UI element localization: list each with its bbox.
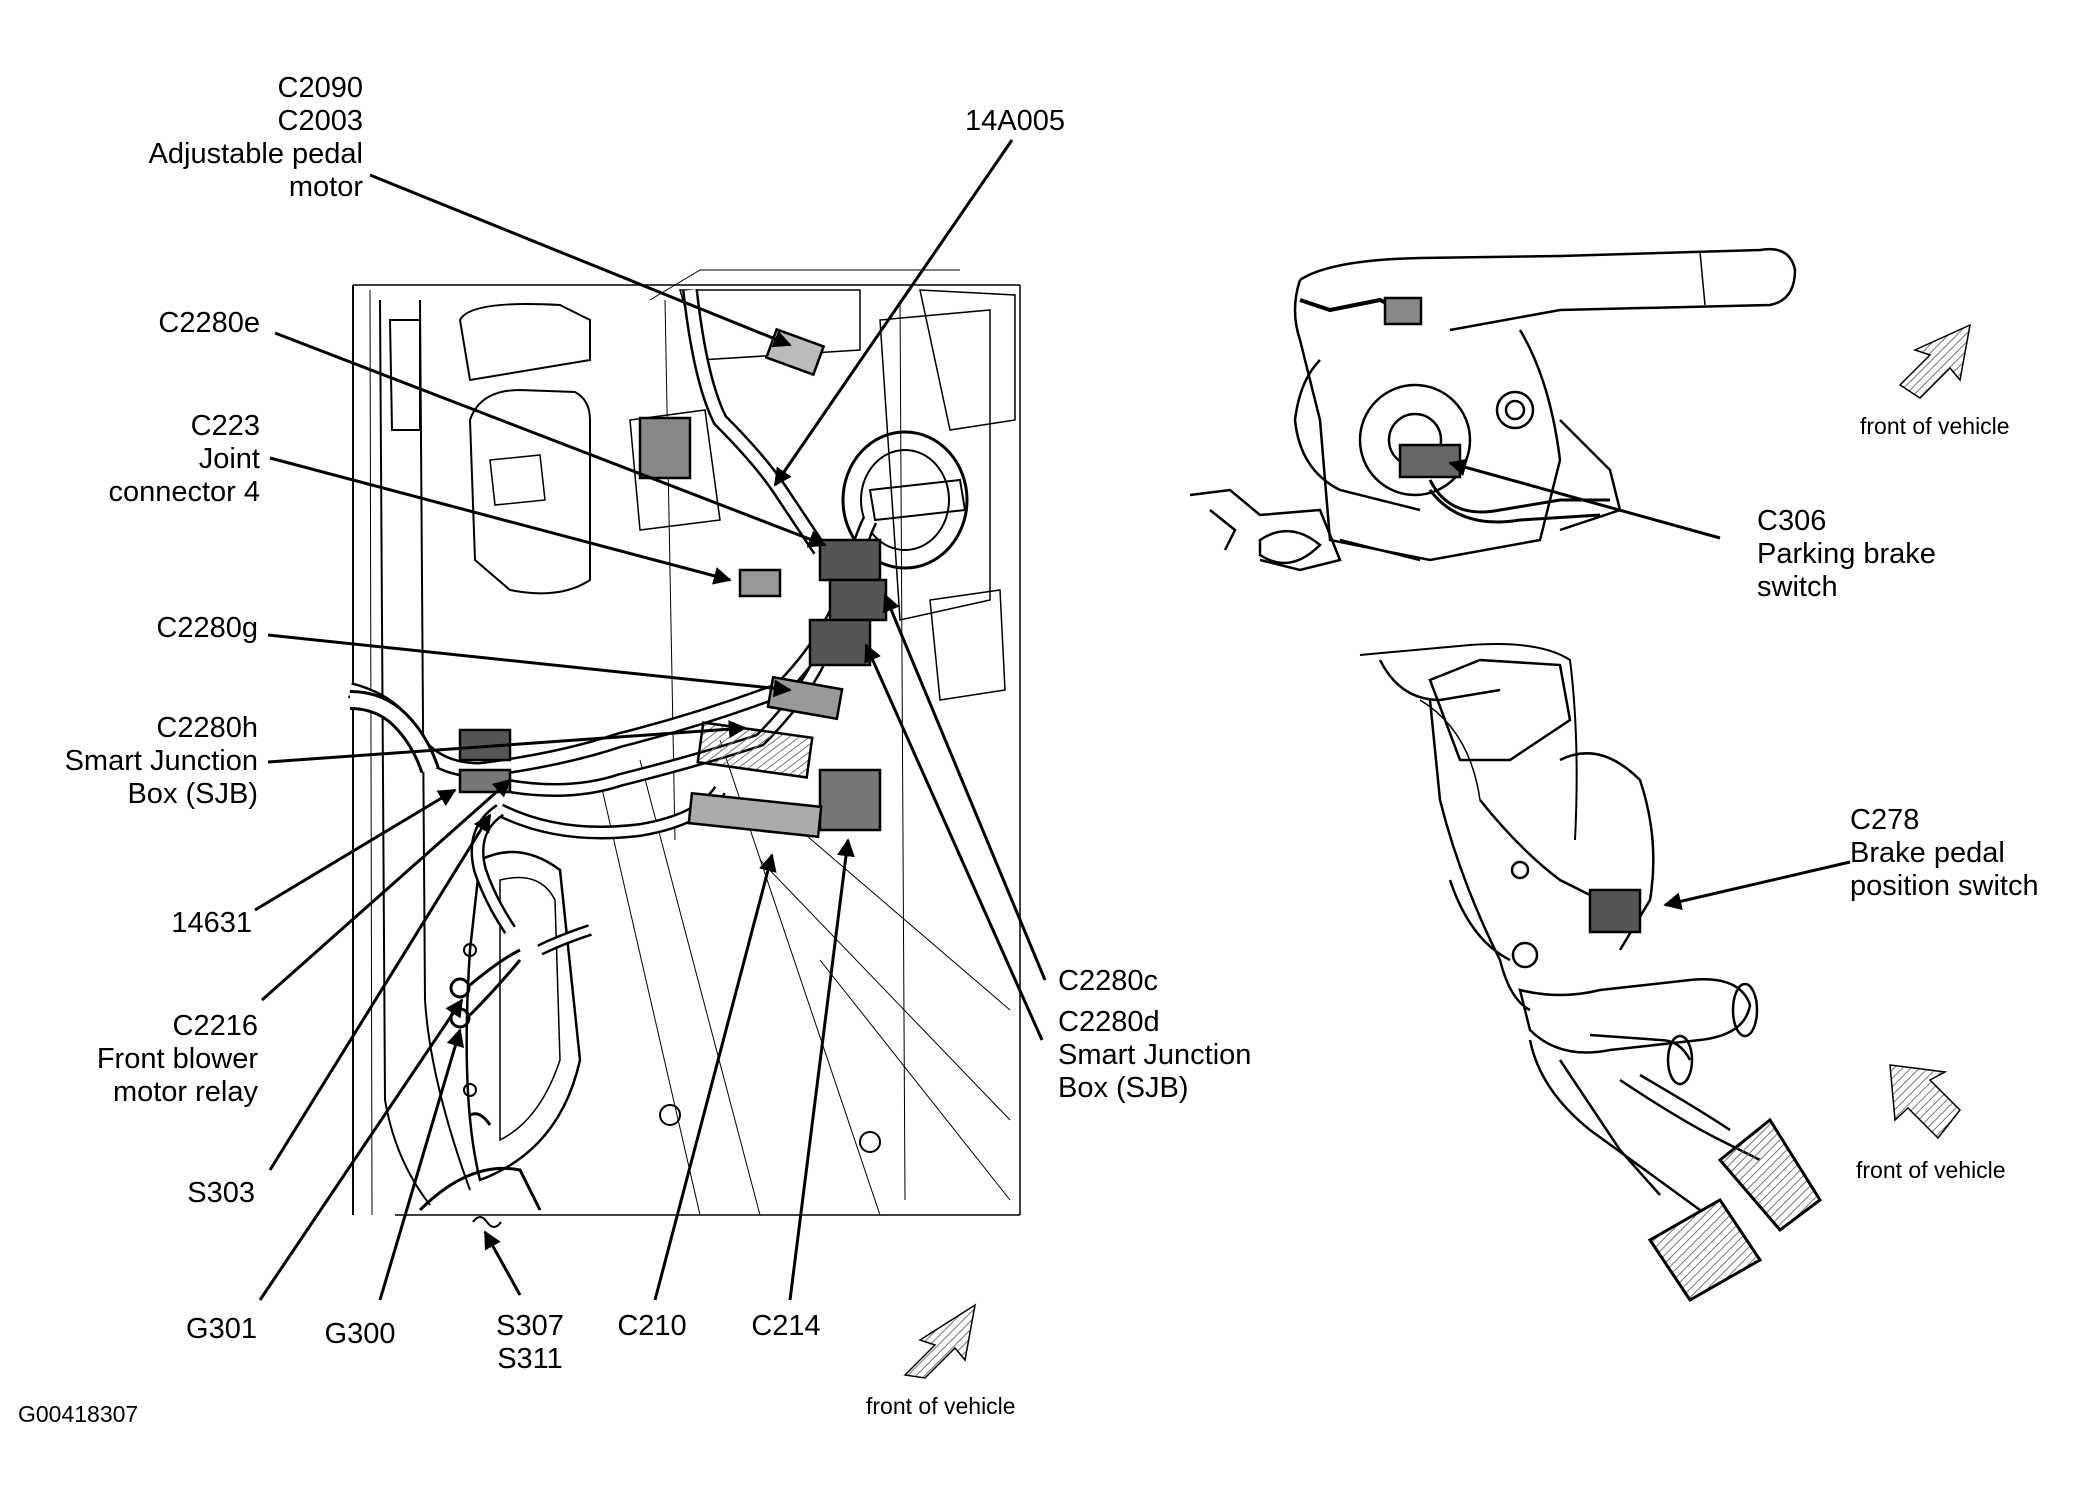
- label-line: C214: [751, 1310, 821, 1342]
- label-line: C2280e: [158, 307, 260, 339]
- front-of-vehicle-caption: front of vehicle: [866, 1393, 1016, 1419]
- label-line: Smart Junction: [64, 745, 258, 777]
- label-line: C306: [1757, 505, 1827, 537]
- front-arrow-icon: [1898, 323, 1971, 399]
- label-line: Smart Junction: [1058, 1039, 1252, 1071]
- label-g301: G301: [186, 1313, 257, 1346]
- label-c278-brake-pedal-switch: C278 Brake pedal position switch: [1850, 804, 2039, 903]
- label-line: switch: [1757, 571, 1838, 603]
- label-adjustable-pedal-motor: C2090 C2003 Adjustable pedal motor: [149, 72, 363, 204]
- front-arrow-icon: [1889, 1064, 1962, 1140]
- pedal-assembly-illustration: [1359, 643, 1823, 1302]
- label-line: G300: [324, 1318, 396, 1350]
- label-line: Adjustable pedal: [148, 138, 363, 170]
- label-c2280h-sjb: C2280h Smart Junction Box (SJB): [65, 712, 258, 811]
- label-line: motor: [288, 171, 363, 203]
- label-line: connector 4: [108, 476, 260, 508]
- label-14631: 14631: [171, 907, 252, 940]
- label-line: Joint: [198, 443, 260, 475]
- leader-lines: [254, 139, 1851, 1301]
- figure-id: G00418307: [18, 1401, 139, 1427]
- label-c2280d-sjb: C2280d Smart Junction Box (SJB): [1058, 1006, 1251, 1105]
- label-line: C2216: [172, 1010, 258, 1042]
- label-line: G301: [186, 1313, 257, 1345]
- label-line: C2280g: [156, 612, 258, 644]
- front-arrow-icon: [903, 1303, 977, 1379]
- label-s307-s311: S307 S311: [490, 1310, 570, 1376]
- label-line: 14A005: [965, 105, 1065, 137]
- label-c2216-blower-relay: C2216 Front blower motor relay: [97, 1010, 258, 1109]
- label-line: Box (SJB): [1058, 1072, 1189, 1104]
- label-14a005: 14A005: [965, 105, 1065, 138]
- label-line: C278: [1850, 804, 1920, 836]
- label-line: Brake pedal: [1850, 837, 2005, 869]
- label-line: C2280h: [156, 712, 258, 744]
- parking-brake-illustration: [1189, 247, 1797, 572]
- label-line: C210: [617, 1310, 687, 1342]
- label-line: Box (SJB): [127, 778, 258, 810]
- label-line: C2280d: [1058, 1006, 1160, 1038]
- label-line: Parking brake: [1757, 538, 1936, 570]
- label-line: motor relay: [112, 1076, 258, 1108]
- label-c2280g: C2280g: [156, 612, 258, 645]
- label-line: C2090: [277, 72, 363, 104]
- label-c214: C214: [746, 1310, 826, 1343]
- label-line: S303: [187, 1177, 255, 1209]
- label-line: C2003: [277, 105, 363, 137]
- cab-interior-illustration: [347, 269, 1021, 1216]
- label-c2280e: C2280e: [158, 307, 260, 340]
- label-c2280c: C2280c: [1058, 965, 1158, 998]
- label-line: S311: [497, 1343, 563, 1375]
- label-g300: G300: [320, 1318, 400, 1351]
- label-line: S307: [496, 1310, 564, 1342]
- label-c306-parking-brake-switch: C306 Parking brake switch: [1757, 505, 1936, 604]
- label-line: Front blower: [96, 1043, 258, 1075]
- front-of-vehicle-caption: front of vehicle: [1856, 1157, 2006, 1183]
- label-line: 14631: [171, 907, 252, 939]
- label-c223-joint-connector: C223 Joint connector 4: [108, 410, 260, 509]
- label-line: position switch: [1850, 870, 2039, 902]
- front-of-vehicle-caption: front of vehicle: [1860, 413, 2010, 439]
- label-c210: C210: [612, 1310, 692, 1343]
- label-s303: S303: [187, 1177, 255, 1210]
- label-line: C223: [190, 410, 260, 442]
- label-line: C2280c: [1058, 965, 1158, 997]
